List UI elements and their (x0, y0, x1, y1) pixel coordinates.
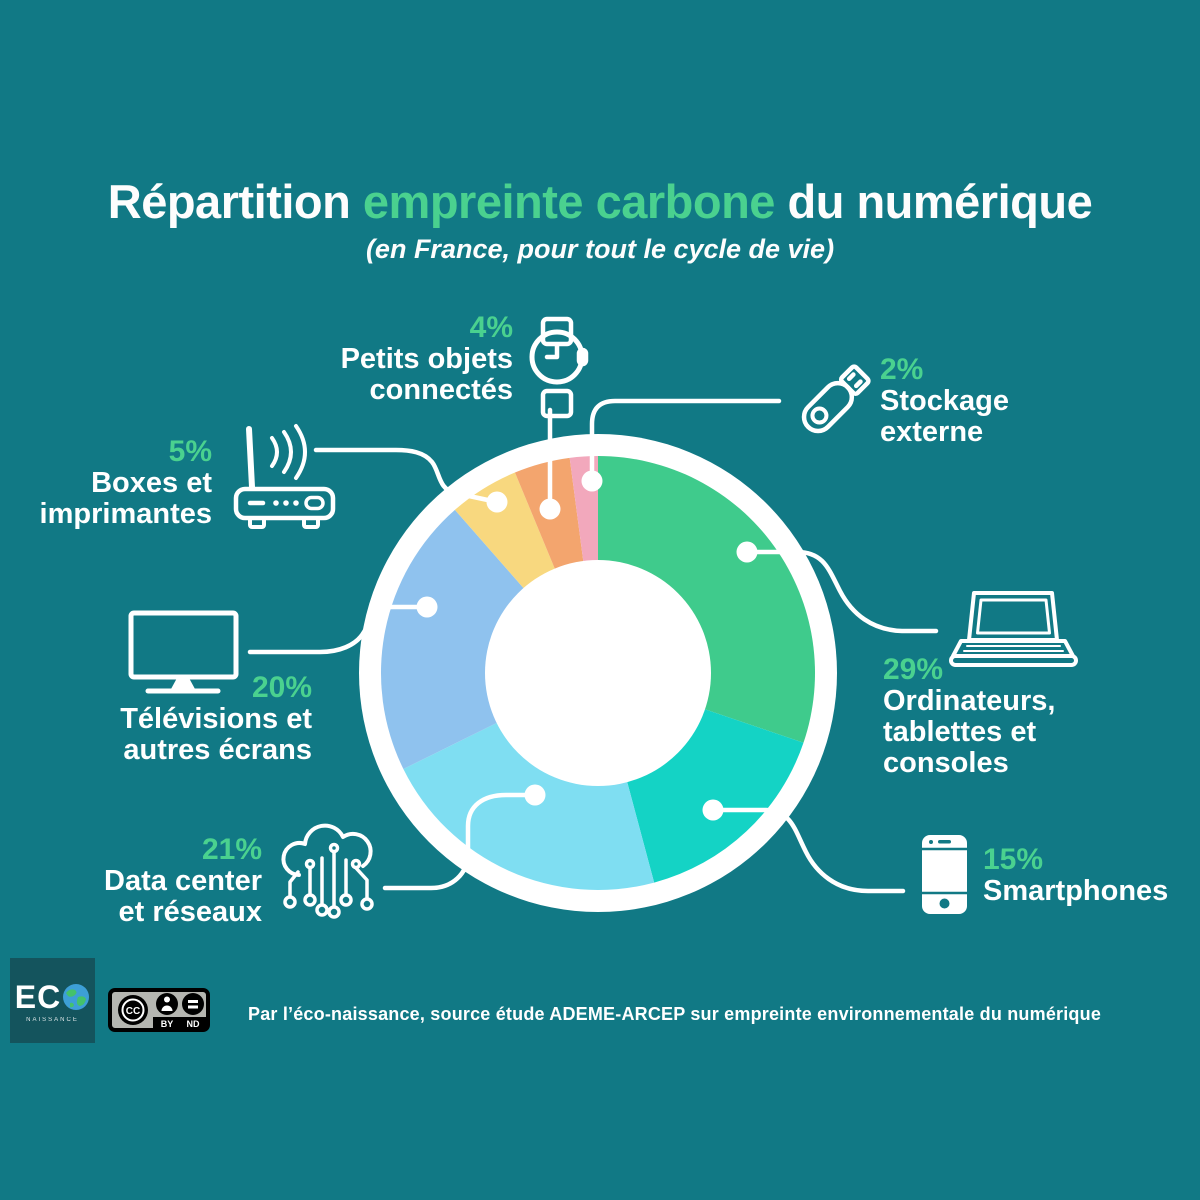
eco-naissance-logo: EC NAISSANCE (10, 958, 95, 1043)
percent-label: 15% (983, 843, 1044, 876)
callout-line: imprimantes (39, 498, 212, 530)
percent-label: 20% (251, 671, 312, 704)
callout-televisions: 20% Télévisions et autres écrans (120, 672, 312, 766)
smartphone-icon (922, 835, 967, 914)
percent-label: 29% (883, 653, 944, 686)
callout-smartphones: 15% Smartphones (983, 844, 1168, 907)
cloud-network-icon (281, 823, 374, 919)
laptop-icon (949, 591, 1078, 667)
callout-stockage-externe: 2% Stockage externe (880, 354, 1009, 448)
percent-label: 2% (880, 353, 924, 386)
usb-drive-icon (801, 364, 871, 434)
callout-line: Smartphones (983, 875, 1169, 907)
callout-data-center: 21% Data center et réseaux (104, 834, 262, 928)
logo-subtext: NAISSANCE (26, 1016, 79, 1023)
nd-label: ND (187, 1019, 200, 1029)
globe-icon (63, 984, 90, 1010)
connector-dots (416, 470, 758, 821)
page-subtitle: (en France, pour tout le cycle de vie) (365, 234, 835, 264)
callout-line: Data center (104, 865, 262, 897)
callout-line: Stockage (880, 385, 1009, 417)
percent-label: 4% (469, 311, 513, 344)
connector-boxes (313, 447, 500, 505)
cc-label: CC (126, 1006, 140, 1017)
connector-datacenter (382, 792, 538, 891)
percent-label: 21% (201, 833, 262, 866)
source-credit: Par l’éco-naissance, source étude ADEME-… (248, 1004, 1102, 1024)
donut-segment-3 (381, 509, 598, 769)
callout-connectors (247, 398, 939, 894)
title-part2: du numérique (787, 175, 1093, 228)
tv-icon (128, 610, 239, 694)
callout-line: Petits objets (340, 343, 513, 375)
smartwatch-icon (529, 316, 589, 419)
callout-boxes-imprimantes: 5% Boxes et imprimantes (40, 436, 212, 530)
router-icon (233, 424, 336, 529)
callout-petits-objets: 4% Petits objets connectés (341, 312, 513, 406)
callout-line: autres écrans (123, 734, 312, 766)
callout-ordinateurs: 29% Ordinateurs, tablettes et consoles (883, 654, 1055, 779)
callout-line: consoles (883, 747, 1009, 779)
title-part1: Répartition (107, 175, 351, 228)
callout-line: Boxes et (91, 467, 212, 499)
donut-hole (485, 560, 711, 786)
callout-line: tablettes et (883, 716, 1037, 748)
logo-text: EC (14, 978, 62, 1015)
connector-televisions (247, 604, 430, 655)
callout-line: connectés (369, 374, 513, 406)
callout-line: Télévisions et (120, 703, 312, 735)
infographic-header: Répartition empreinte carbone du numériq… (0, 174, 1200, 265)
cc-by-nd-license-badge: CC BY ND (108, 988, 210, 1032)
callout-line: externe (880, 416, 984, 448)
connector-smartphones (710, 807, 906, 894)
title-highlight: empreinte carbone (362, 175, 776, 228)
percent-label: 5% (168, 435, 212, 468)
page-title: Répartition empreinte carbone du numériq… (0, 174, 1200, 229)
connector-stockage-externe (589, 398, 782, 484)
callout-line: Ordinateurs, (883, 685, 1056, 717)
connector-ordinateurs (744, 549, 939, 634)
callout-line: et réseaux (118, 896, 263, 928)
by-label: BY (161, 1019, 174, 1029)
